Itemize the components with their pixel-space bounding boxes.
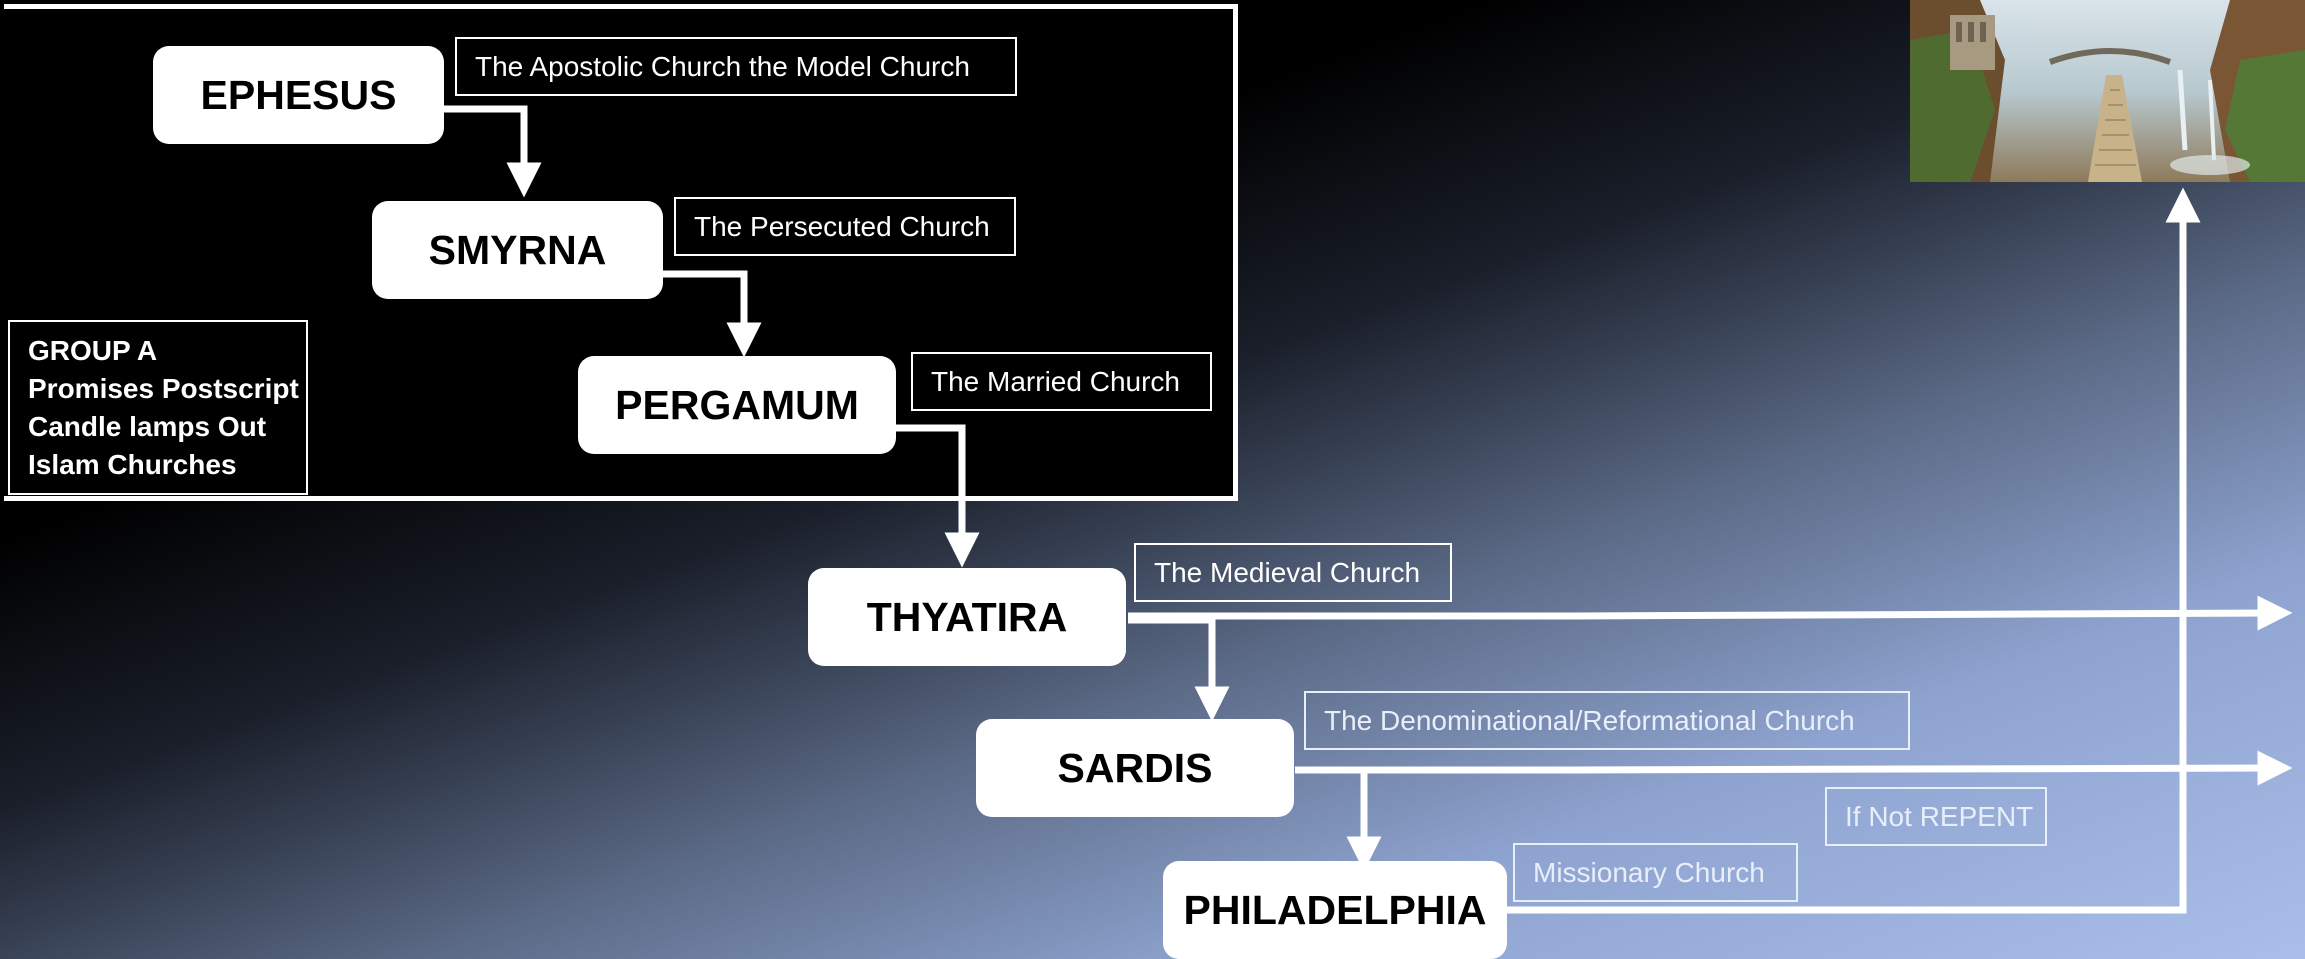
group-a-title: GROUP A [28,335,158,366]
group-a-line: Candle lamps Out [28,411,267,442]
landscape-thumbnail-image [1910,0,2305,182]
church-description-pergamum: The Married Church [911,352,1212,411]
church-node-philadelphia: PHILADELPHIA [1163,861,1507,959]
connector-pergamum-thyatira [895,424,980,568]
group-a-line: Islam Churches [28,449,237,480]
church-description-sardis: The Denominational/Reformational Church [1304,691,1910,750]
group-a-line: Promises Postscript [28,373,299,404]
connector-thyatira-sardis [1128,616,1230,722]
church-node-pergamum: PERGAMUM [578,356,896,454]
church-description-smyrna: The Persecuted Church [674,197,1016,256]
church-node-ephesus: EPHESUS [153,46,444,144]
connector-smyrna-pergamum [662,270,762,358]
group-a-legend: GROUP A Promises Postscript Candle lamps… [8,320,308,495]
connector-thyatira-exit [1128,595,2293,631]
church-description-ephesus: The Apostolic Church the Model Church [455,37,1017,96]
connector-ephesus-smyrna [444,105,542,198]
church-description-philadelphia: Missionary Church [1513,843,1798,902]
church-node-thyatira: THYATIRA [808,568,1126,666]
church-description-thyatira: The Medieval Church [1134,543,1452,602]
church-node-smyrna: SMYRNA [372,201,663,299]
connector-sardis-exit [1295,750,2293,786]
if-not-repent-note: If Not REPENT [1825,787,2047,846]
connector-philadelphia-up [1506,187,2201,914]
church-node-sardis: SARDIS [976,719,1294,817]
connector-sardis-philadelphia [1295,766,1382,872]
